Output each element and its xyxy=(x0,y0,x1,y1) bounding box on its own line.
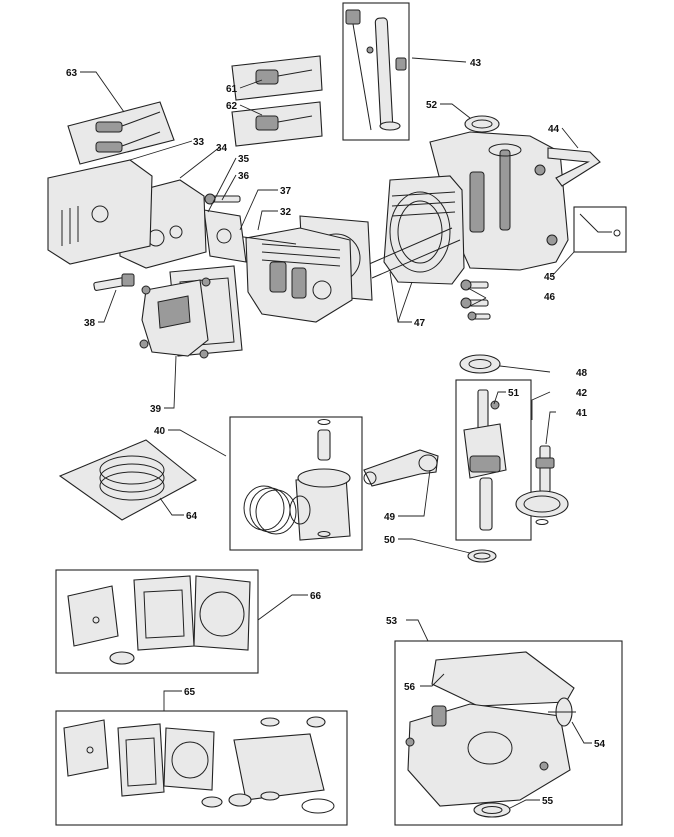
callout-33: 33 xyxy=(193,137,205,148)
callout-51: 51 xyxy=(508,388,520,399)
callout-37: 37 xyxy=(280,186,292,197)
callout-49: 49 xyxy=(384,512,396,523)
gasket-set-66 xyxy=(67,575,251,665)
callout-39: 39 xyxy=(150,404,162,415)
connecting-rod-49 xyxy=(363,449,439,487)
breather-hose-44 xyxy=(547,147,601,187)
callout-40: 40 xyxy=(154,426,166,437)
engine-crankcase-block xyxy=(383,131,569,285)
callout-64: 64 xyxy=(186,511,198,522)
crankcase-cover-box xyxy=(394,640,623,826)
dipstick-part xyxy=(345,9,407,131)
bearing-48 xyxy=(459,354,501,374)
crankcase-cover-gasket-56 xyxy=(431,651,575,707)
oil-seal-52 xyxy=(464,115,500,133)
callout-36: 36 xyxy=(238,171,250,182)
callout-47: 47 xyxy=(414,318,426,329)
callout-61: 61 xyxy=(226,84,238,95)
callout-42: 42 xyxy=(576,388,588,399)
callout-32: 32 xyxy=(280,207,292,218)
spark-plug-38 xyxy=(93,273,135,291)
callout-55: 55 xyxy=(542,796,554,807)
callout-44: 44 xyxy=(548,124,560,135)
callout-53: 53 xyxy=(386,616,398,627)
gasket-set-65 xyxy=(63,716,335,814)
callout-45: 45 xyxy=(544,272,556,283)
gasket-set-65-box xyxy=(55,710,348,826)
callout-66: 66 xyxy=(310,591,322,602)
crankshaft-42 xyxy=(463,389,507,531)
crankcase-cover-53 xyxy=(405,703,571,807)
camshaft-41 xyxy=(515,445,569,525)
mounting-bolts-46 xyxy=(460,279,491,321)
valve-kit-61 xyxy=(231,55,323,101)
rocker-cover-39 xyxy=(139,277,211,359)
leader-lines xyxy=(80,57,592,809)
callout-labels: 63 61 62 33 34 35 36 37 32 38 39 40 64 4… xyxy=(66,58,606,807)
piston-kit-box xyxy=(229,416,363,551)
callout-63: 63 xyxy=(66,68,78,79)
callout-52: 52 xyxy=(426,100,438,111)
callout-56: 56 xyxy=(404,682,416,693)
gasket-set-66-box xyxy=(55,569,259,674)
callout-38: 38 xyxy=(84,318,96,329)
callout-50: 50 xyxy=(384,535,396,546)
oil-seal-50 xyxy=(467,549,497,563)
bolt-36 xyxy=(204,193,241,205)
piston-ring-set-64 xyxy=(58,439,197,521)
dipstick-kit-box xyxy=(342,2,410,141)
callout-34: 34 xyxy=(216,143,228,154)
governor-gear-54 xyxy=(548,697,576,727)
pushrod-37 xyxy=(235,235,297,245)
piston-kit-40 xyxy=(243,419,351,541)
callout-54: 54 xyxy=(594,739,606,750)
callout-62: 62 xyxy=(226,101,238,112)
callout-46: 46 xyxy=(544,292,556,303)
oil-seal-55 xyxy=(473,802,511,818)
callout-48: 48 xyxy=(576,368,588,379)
callout-43: 43 xyxy=(470,58,482,69)
breather-tube-45 xyxy=(579,213,621,237)
rocker-arm-kit-63 xyxy=(67,101,175,165)
valve-kit-62 xyxy=(231,101,323,147)
callout-35: 35 xyxy=(238,154,250,165)
cylinder-head-32 xyxy=(245,227,353,323)
crankshaft-box xyxy=(455,379,532,541)
callout-65: 65 xyxy=(184,687,196,698)
muffler-guard-33 xyxy=(47,159,153,265)
breather-tube-box xyxy=(573,206,627,253)
muffler-gasket-35 xyxy=(203,209,247,263)
head-studs-47 xyxy=(359,227,461,279)
callout-41: 41 xyxy=(576,408,588,419)
